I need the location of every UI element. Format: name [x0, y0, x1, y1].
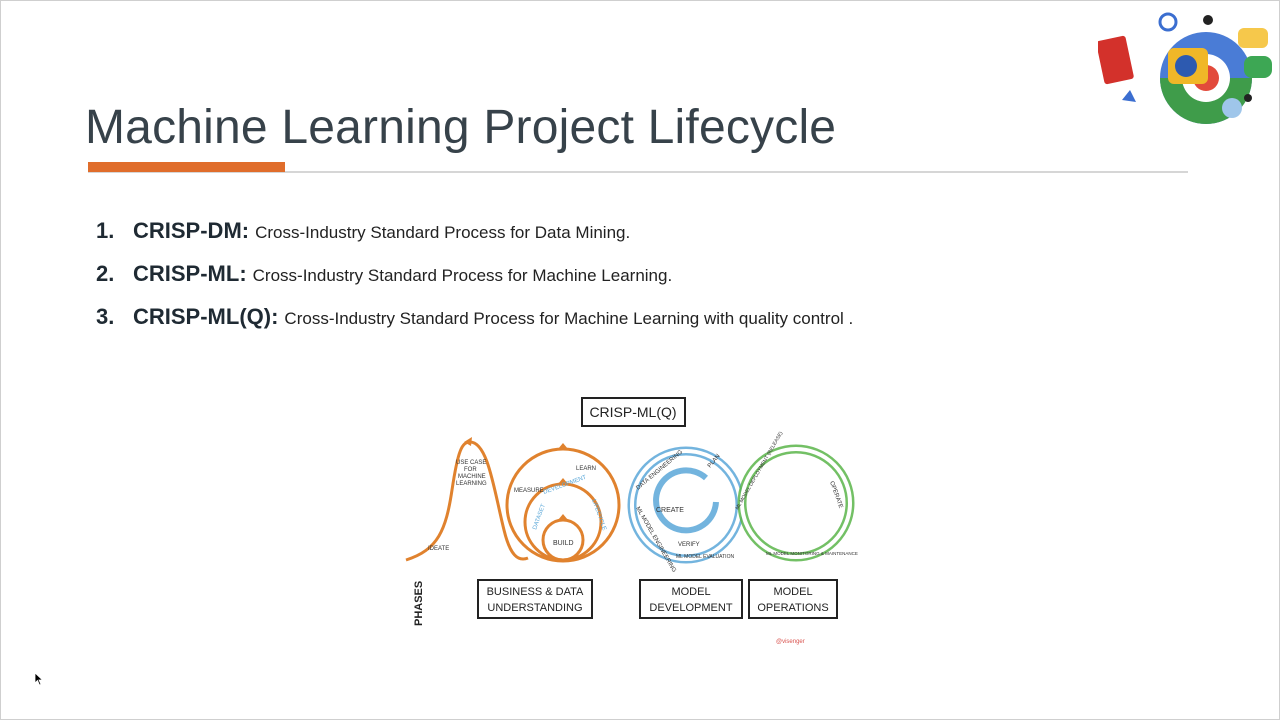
list-term: CRISP-DM: — [133, 218, 250, 243]
list-number: 1. — [96, 218, 115, 243]
list-term: CRISP-ML: — [133, 261, 247, 286]
list-description: Cross-Industry Standard Process for Mach… — [284, 309, 854, 328]
label-use-case: USE CASE — [456, 460, 486, 466]
list-item: 3. CRISP-ML(Q): Cross-Industry Standard … — [96, 304, 853, 347]
label-measure: MEASURE — [514, 488, 544, 494]
label-create: CREATE — [656, 507, 684, 514]
phase-box-line: UNDERSTANDING — [487, 602, 582, 614]
model-operations-loop-inner — [740, 447, 852, 559]
label-use-case: MACHINE — [458, 474, 486, 480]
page-title: Machine Learning Project Lifecycle — [85, 101, 837, 154]
phase-box-line: BUSINESS & DATA — [487, 586, 584, 598]
lifecycle-list: 1. CRISP-DM: Cross-Industry Standard Pro… — [96, 218, 853, 347]
title-divider — [88, 171, 1188, 173]
list-description: Cross-Industry Standard Process for Mach… — [252, 266, 673, 285]
crisp-ml-q-diagram: CRISP-ML(Q) IDEATE USE CASE FOR MACHINE … — [405, 397, 858, 645]
label-lifecycle: LIFECYCLE — [590, 499, 607, 532]
label-operate: OPERATE — [828, 481, 843, 510]
phase-box-line: MODEL — [773, 586, 812, 598]
list-item: 1. CRISP-DM: Cross-Industry Standard Pro… — [96, 218, 853, 261]
phase-box-operations — [748, 579, 838, 619]
label-ml-model-evaluation: ML MODEL EVALUATION — [676, 554, 734, 560]
label-dataset: DATASET — [532, 503, 547, 531]
label-learn: LEARN — [576, 466, 596, 472]
phase-box-line: MODEL — [671, 586, 710, 598]
phases-label: PHASES — [413, 581, 425, 626]
list-description: Cross-Industry Standard Process for Data… — [255, 223, 631, 242]
label-build: BUILD — [553, 540, 574, 547]
label-verify: VERIFY — [678, 542, 700, 548]
diagram-title-box — [581, 397, 686, 427]
phase-box-business — [477, 579, 593, 619]
label-ml-model-monitoring: ML MODEL MONITORING & MAINTENANCE — [766, 551, 858, 556]
phase-box-line: OPERATIONS — [757, 602, 828, 614]
title-accent-bar — [88, 162, 285, 172]
phase-box-development — [639, 579, 743, 619]
diagram-title: CRISP-ML(Q) — [589, 404, 676, 420]
ml-illustration-logo-icon — [1098, 12, 1272, 124]
list-item: 2. CRISP-ML: Cross-Industry Standard Pro… — [96, 261, 853, 304]
label-use-case: FOR — [464, 467, 477, 473]
arrow-icon — [558, 514, 568, 520]
mouse-cursor-icon — [34, 672, 44, 686]
list-number: 2. — [96, 261, 115, 286]
list-number: 3. — [96, 304, 115, 329]
label-use-case: LEARNING — [456, 481, 487, 487]
phase-box-line: DEVELOPMENT — [649, 602, 732, 614]
label-ml-model-deployment: ML MODEL DEPLOYMENT (RELEASE) — [735, 430, 785, 511]
arrow-icon — [558, 443, 568, 449]
arrow-icon — [558, 478, 568, 484]
list-term: CRISP-ML(Q): — [133, 304, 279, 329]
credit-label: @visenger — [776, 639, 805, 645]
create-loop — [653, 467, 719, 534]
arrow-icon — [464, 437, 472, 446]
label-ideate: IDEATE — [428, 546, 449, 552]
